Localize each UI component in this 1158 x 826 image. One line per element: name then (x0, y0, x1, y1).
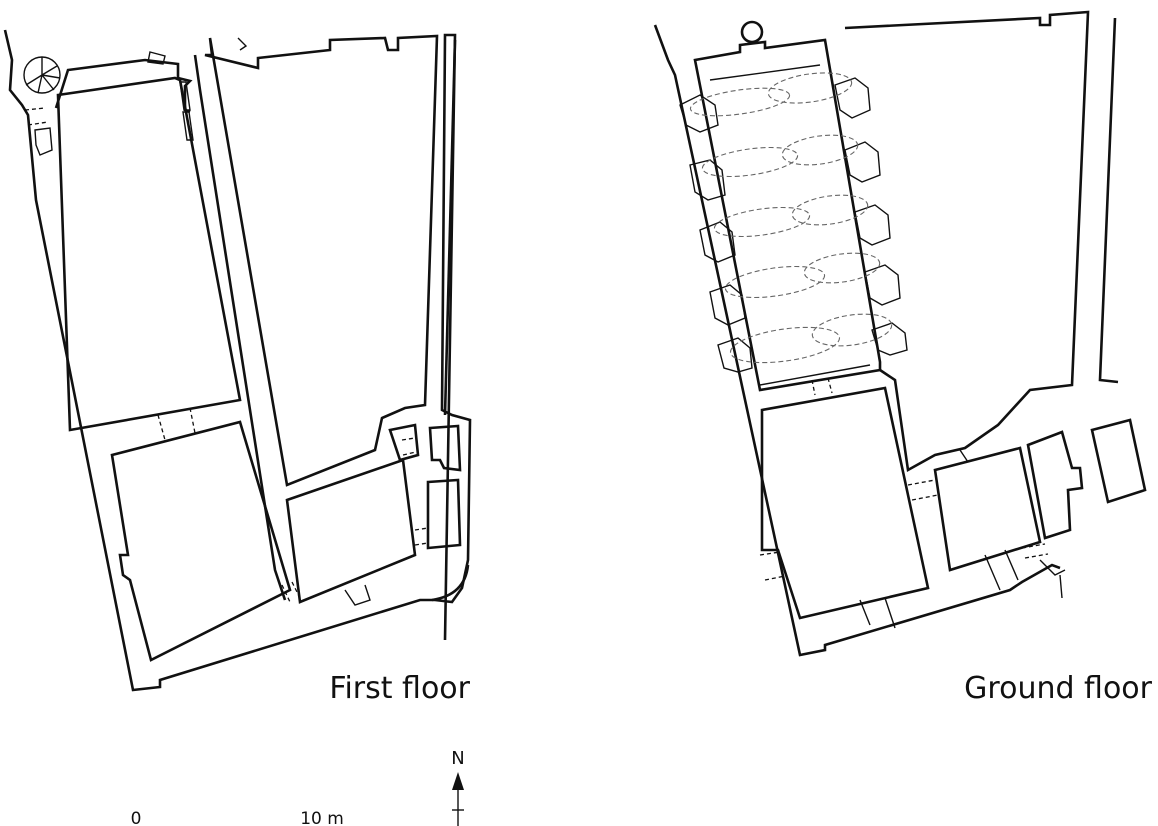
ground-floor-outer-wall (653, 24, 1061, 657)
first-floor-door-1 (157, 407, 196, 441)
ground-floor-south-walls (859, 549, 1066, 629)
ground-floor-vault-ribs (689, 72, 893, 364)
ground-floor-south-nib (959, 449, 969, 463)
ground-floor-vaulted-hall (693, 38, 882, 392)
ground-floor-door-4 (1021, 543, 1049, 559)
first-floor-room-se (285, 458, 417, 604)
first-floor-door-2 (281, 581, 301, 603)
ground-floor-small-room-1 (1026, 430, 1084, 540)
ground-floor-small-room-2 (1090, 418, 1147, 504)
first-floor-buttress (344, 584, 371, 606)
first-floor-nw-nib (147, 51, 166, 65)
first-floor-room-sw (110, 420, 292, 662)
ground-floor-door-3 (759, 551, 786, 581)
first-floor-spine-wall (193, 54, 287, 601)
ground-floor-room-east (933, 446, 1042, 572)
ground-floor-east-post (1059, 574, 1063, 599)
ground-floor-door-2 (907, 479, 939, 501)
scale-bar: 0 10 m (131, 809, 344, 826)
spiral-stair-icon (23, 56, 61, 94)
ground-floor-door-1 (811, 377, 833, 396)
first-floor-door-5 (24, 107, 49, 126)
first-floor-n-nib (237, 37, 248, 51)
ground-floor-label: Ground floor (964, 671, 1152, 706)
first-floor-window-2 (182, 111, 194, 141)
first-floor-door-3 (414, 527, 429, 546)
ground-floor-hall-inner (709, 64, 871, 386)
scale-start-label: 0 (131, 809, 142, 826)
ground-floor-east-stub (1098, 17, 1119, 384)
north-arrow-icon: N (451, 748, 465, 826)
north-label: N (451, 748, 464, 769)
ground-floor-plan (653, 10, 1147, 657)
ground-floor-room-south (760, 386, 930, 620)
first-floor-court (204, 34, 439, 487)
ground-floor-east-piers (834, 77, 908, 356)
first-floor-plan (3, 29, 472, 692)
first-floor-small-room-1 (428, 424, 462, 472)
first-floor-small-room-2 (426, 478, 462, 550)
first-floor-room-nw (56, 76, 242, 432)
first-floor-stair-block (388, 423, 420, 462)
first-floor-outer-wall (3, 29, 472, 692)
first-floor-rounded-corner (431, 564, 470, 602)
first-floor-door-4 (401, 437, 417, 456)
first-floor-window-1 (179, 81, 191, 111)
ground-floor-court (844, 10, 1090, 473)
first-floor-label: First floor (329, 671, 470, 706)
first-floor-jamb (34, 127, 53, 156)
ground-floor-north-turret (740, 20, 764, 44)
ground-floor-west-piers (679, 94, 753, 373)
first-floor-east-wall (443, 39, 457, 416)
scale-end-label: 10 m (300, 809, 344, 826)
